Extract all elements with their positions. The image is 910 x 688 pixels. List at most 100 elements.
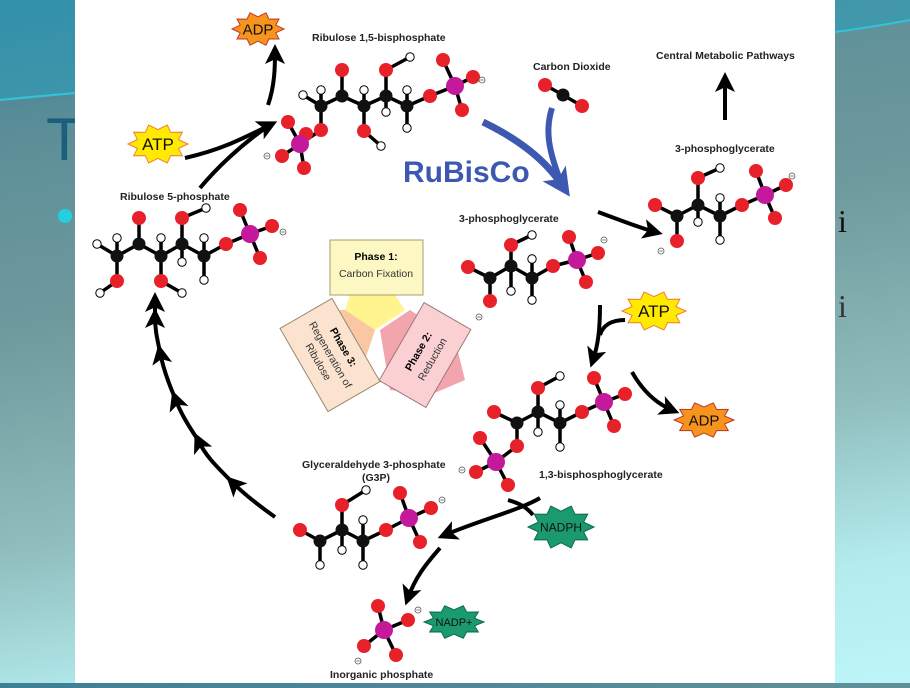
atom-C <box>132 237 146 251</box>
atom-O <box>379 523 393 537</box>
arrow-bpg-to-g3p <box>437 496 542 540</box>
label-pga-right: 3-phosphoglycerate <box>675 143 775 155</box>
atom-O <box>768 211 782 225</box>
atom-O <box>735 198 749 212</box>
slide-text-fragment: i <box>838 203 847 239</box>
atom-C <box>356 534 370 548</box>
atom-P <box>375 621 393 639</box>
label-bisphosphoglycerate: 1,3-bisphosphoglycerate <box>539 469 663 481</box>
atom-C <box>670 209 684 223</box>
atom-O <box>379 63 393 77</box>
phase1-box: Phase 1: Carbon Fixation <box>329 239 424 296</box>
cycle-arrow-3 <box>169 390 200 442</box>
badge-nadph: NADPH <box>526 505 596 549</box>
starburst-icon <box>672 402 736 438</box>
molecule-rubp <box>263 52 486 175</box>
atom-O <box>591 246 605 260</box>
atom-H <box>527 254 537 264</box>
starburst-icon <box>526 505 596 549</box>
atom-O <box>175 211 189 225</box>
phase1-name: Carbon Fixation <box>339 268 413 280</box>
atom-H <box>112 233 122 243</box>
atom-O <box>466 70 480 84</box>
molecule-pi <box>354 599 422 665</box>
atom-H <box>506 286 516 296</box>
atom-H <box>361 485 371 495</box>
atom-C <box>510 416 524 430</box>
calvin-cycle-diagram: Phase 1: Carbon Fixation Phase 2: Reduct… <box>92 12 796 681</box>
atom-O <box>371 599 385 613</box>
atom-O <box>487 405 501 419</box>
phase-wheel: Phase 1: Carbon Fixation Phase 2: Reduct… <box>279 239 472 413</box>
molecule-bpg <box>458 371 632 492</box>
atom-O <box>253 251 267 265</box>
cycle-arrow-5 <box>145 308 166 353</box>
atom-C <box>713 209 727 223</box>
atom-O <box>424 501 438 515</box>
atom-C <box>313 534 327 548</box>
cycle-arrow-2 <box>194 432 234 484</box>
atom-H <box>555 371 565 381</box>
atom-O <box>293 523 307 537</box>
atom-O <box>110 274 124 288</box>
atom-H <box>381 107 391 117</box>
atom-O <box>357 639 371 653</box>
atom-H <box>201 203 211 213</box>
arrow-to-adp-right <box>630 371 680 415</box>
atom-O <box>670 234 684 248</box>
atom-H <box>376 141 386 151</box>
atom-O <box>648 198 662 212</box>
arrow-atp-in <box>598 318 626 336</box>
phase2-box: Phase 2: Reduction <box>378 301 472 409</box>
atom-H <box>527 295 537 305</box>
label-g3p-abbrev: (G3P) <box>362 472 390 484</box>
atom-O <box>779 178 793 192</box>
arrow-to-pi <box>402 546 442 606</box>
atom-O <box>423 89 437 103</box>
atom-P <box>487 453 505 471</box>
atom-C <box>379 89 393 103</box>
atom-H <box>715 193 725 203</box>
molecule-r5p <box>92 203 287 298</box>
slide-text-fragment: i <box>838 288 847 324</box>
atom-O <box>281 115 295 129</box>
atom-P <box>241 225 259 243</box>
atom-P <box>446 77 464 95</box>
atom-H <box>337 545 347 555</box>
atom-O <box>275 149 289 163</box>
atom-O <box>436 53 450 67</box>
atom-C <box>110 249 124 263</box>
atom-O <box>483 294 497 308</box>
atom-H <box>298 90 308 100</box>
atom-O <box>154 274 168 288</box>
atom-O <box>357 124 371 138</box>
rubisco-label: RuBisCo <box>403 156 530 189</box>
atom-O <box>501 478 515 492</box>
atom-O <box>562 230 576 244</box>
atom-O <box>587 371 601 385</box>
starburst-icon <box>230 12 286 46</box>
atom-C <box>553 416 567 430</box>
badge-adp-top: ADP <box>230 12 286 46</box>
atom-O <box>607 419 621 433</box>
badge-atp-left: ATP <box>126 124 190 164</box>
atom-H <box>533 427 543 437</box>
atom-C <box>531 405 545 419</box>
starburst-icon <box>126 124 190 164</box>
atom-P <box>400 509 418 527</box>
arrow-pga-to-bpg <box>587 304 607 368</box>
atom-C <box>335 89 349 103</box>
atom-O <box>132 211 146 225</box>
molecule-g3p <box>293 485 446 570</box>
atom-C <box>154 249 168 263</box>
atom-O <box>546 259 560 273</box>
rubisco-arrow-co2 <box>545 107 565 187</box>
cycle-arrow-4 <box>152 344 177 399</box>
badge-atp-right-label: ATP <box>638 302 670 321</box>
cycle-arrow-1 <box>226 476 277 519</box>
atom-H <box>199 233 209 243</box>
atom-H <box>527 230 537 240</box>
molecule-pga-center <box>461 230 608 321</box>
atom-H <box>555 442 565 452</box>
atom-O <box>314 123 328 137</box>
